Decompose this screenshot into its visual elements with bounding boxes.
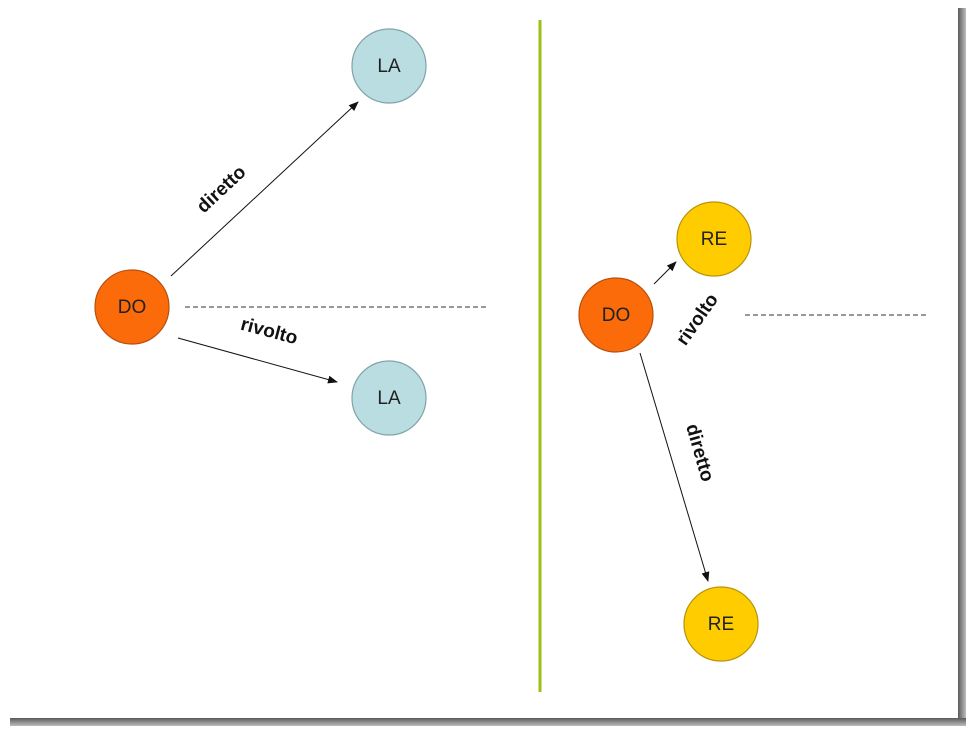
right-source-node: DO	[578, 277, 654, 353]
left-upper-arrow	[170, 101, 359, 277]
left-upper-edge-label: diretto	[193, 162, 251, 218]
right-upper-edge-label: rivolto	[672, 290, 723, 350]
right-upper-arrow	[653, 261, 677, 285]
left-upper-target-node: LA	[351, 28, 427, 104]
left-lower-arrow	[177, 337, 338, 384]
left-source-node: DO	[94, 269, 170, 345]
right-lower-edge-label: diretto	[681, 422, 717, 485]
right-source-label: DO	[602, 305, 631, 326]
right-lower-target-label: RE	[708, 614, 734, 635]
right-upper-target-node: RE	[676, 201, 752, 277]
frame-shadow-bottom	[10, 718, 966, 726]
right-upper-target-label: RE	[701, 229, 727, 250]
left-source-label: DO	[118, 297, 147, 318]
right-lower-target-node: RE	[683, 586, 759, 662]
left-upper-target-label: LA	[377, 56, 401, 77]
left-lower-edge-label: rivolto	[238, 314, 300, 349]
left-lower-target-label: LA	[377, 388, 401, 409]
right-lower-arrow	[639, 352, 710, 582]
frame-shadow-right	[958, 8, 966, 726]
left-lower-target-node: LA	[351, 360, 427, 436]
